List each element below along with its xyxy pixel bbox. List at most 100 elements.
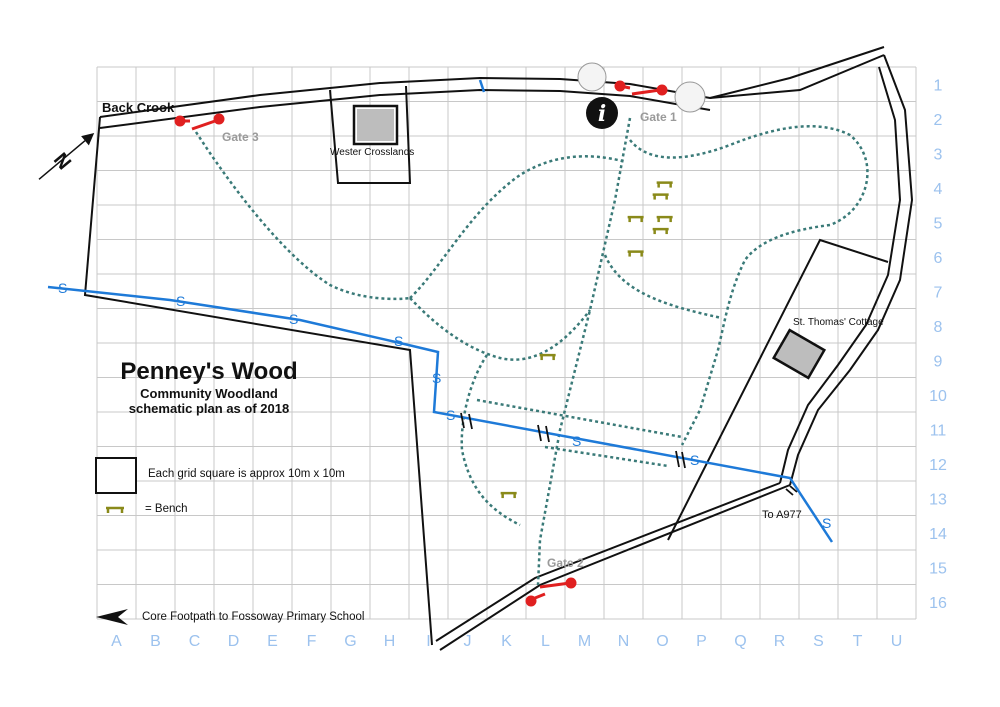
- back-crook-road-outer: [99, 88, 711, 129]
- column-label: A: [111, 633, 122, 650]
- row-label: 16: [929, 595, 947, 612]
- column-label: U: [891, 633, 903, 650]
- stream-marker: S: [176, 293, 185, 309]
- back-crook-road-inner: [99, 54, 885, 118]
- footpath-gate3: [194, 131, 411, 301]
- row-label: 1: [934, 77, 943, 94]
- row-label: 6: [934, 250, 943, 267]
- row-label: 15: [929, 560, 947, 577]
- footpath-lower-link: [544, 445, 669, 468]
- map-title: Penney's Wood: [120, 358, 298, 385]
- footpath-east-branch: [603, 254, 723, 320]
- to-a977-label: To A977: [762, 509, 802, 521]
- column-label: H: [384, 633, 396, 650]
- column-label: S: [813, 633, 824, 650]
- row-label: 4: [934, 181, 943, 198]
- column-label: L: [541, 633, 550, 650]
- legend-footpath-text: Core Footpath to Fossoway Primary School: [142, 611, 365, 623]
- west-boundary: [83, 116, 433, 646]
- crossings: [460, 412, 798, 496]
- footpath-north-loop: [409, 155, 627, 299]
- legend-bench-icon: [106, 506, 124, 513]
- benches: [500, 181, 673, 499]
- column-label: M: [578, 633, 591, 650]
- stream-marker: S: [289, 311, 298, 327]
- footpath-upper-link: [476, 398, 683, 439]
- map-subtitle-2: schematic plan as of 2018: [128, 401, 290, 416]
- bench-icon: [627, 250, 644, 257]
- bench-icon: [656, 181, 673, 188]
- bench-icon: [652, 193, 669, 200]
- gate-2-marker: [525, 577, 577, 607]
- footpath-west-loop: [460, 354, 521, 527]
- legend-bench-text: = Bench: [145, 503, 188, 515]
- north-arrow: N: [38, 133, 95, 180]
- st-thomas-label: St. Thomas' Cottage: [793, 317, 884, 328]
- column-label: R: [774, 633, 786, 650]
- south-road-outer: [439, 484, 791, 651]
- bench-icon: [500, 491, 517, 499]
- column-label: F: [307, 633, 317, 650]
- st-thomas-building: [771, 328, 827, 380]
- column-label: J: [464, 633, 472, 650]
- column-label: D: [228, 633, 240, 650]
- column-label: Q: [734, 633, 746, 650]
- bench-icon: [539, 353, 556, 361]
- stream: [47, 79, 834, 543]
- footpath-east-loop: [629, 125, 869, 446]
- column-label: B: [150, 633, 161, 650]
- footpath-centre-loop: [409, 297, 591, 361]
- row-label: 9: [934, 353, 943, 370]
- legend-grid-text: Each grid square is approx 10m x 10m: [148, 468, 345, 480]
- gate-1-marker: [614, 80, 668, 96]
- tree-icon: [674, 81, 706, 113]
- column-label: K: [501, 633, 512, 650]
- st-thomas-plot: [667, 238, 889, 541]
- bench-icon: [627, 215, 644, 223]
- stream-marker: S: [58, 280, 67, 296]
- column-label: G: [344, 633, 356, 650]
- bench-icon: [656, 215, 673, 223]
- legend-grid-square: [95, 457, 137, 494]
- map-title-block: Penney's Wood Community Woodland schemat…: [104, 358, 314, 416]
- east-road-inner: [779, 66, 902, 484]
- row-label: 11: [930, 422, 947, 439]
- wester-crosslands-label: Wester Crosslands: [330, 147, 414, 158]
- gate-3-marker: [174, 113, 225, 131]
- back-crook-label: Back Crook: [102, 100, 175, 115]
- row-label: 10: [929, 388, 947, 405]
- tree-icons: [577, 62, 706, 113]
- bench-icon: [652, 227, 669, 235]
- column-label: E: [267, 633, 278, 650]
- column-label: P: [696, 633, 707, 650]
- back-crook-road-north: [709, 46, 885, 99]
- gate-2-label: Gate 2: [547, 556, 584, 570]
- map-subtitle: Community Woodland: [140, 386, 278, 401]
- row-label: 3: [934, 146, 943, 163]
- row-label: 14: [929, 526, 947, 543]
- row-label: 5: [934, 215, 943, 232]
- stream-west: [47, 285, 834, 543]
- boundaries: [83, 46, 914, 651]
- info-icon: i: [586, 97, 618, 129]
- south-road-inner: [435, 482, 781, 642]
- row-label: 7: [934, 284, 943, 301]
- svg-text:i: i: [598, 101, 606, 127]
- map-grid: [96, 66, 917, 620]
- column-label: N: [618, 633, 630, 650]
- tree-icon: [577, 62, 607, 92]
- stream-marker: S: [446, 407, 455, 423]
- gate-1-label: Gate 1: [640, 110, 677, 124]
- gate-3-label: Gate 3: [222, 130, 259, 144]
- stream-marker: S: [822, 515, 831, 531]
- column-label: I: [426, 633, 430, 650]
- footpath-gate1-south: [536, 117, 632, 586]
- wester-crosslands-plot: [329, 85, 412, 184]
- row-label: 12: [929, 457, 947, 474]
- row-label: 13: [929, 491, 947, 508]
- stream-marker: S: [394, 333, 403, 349]
